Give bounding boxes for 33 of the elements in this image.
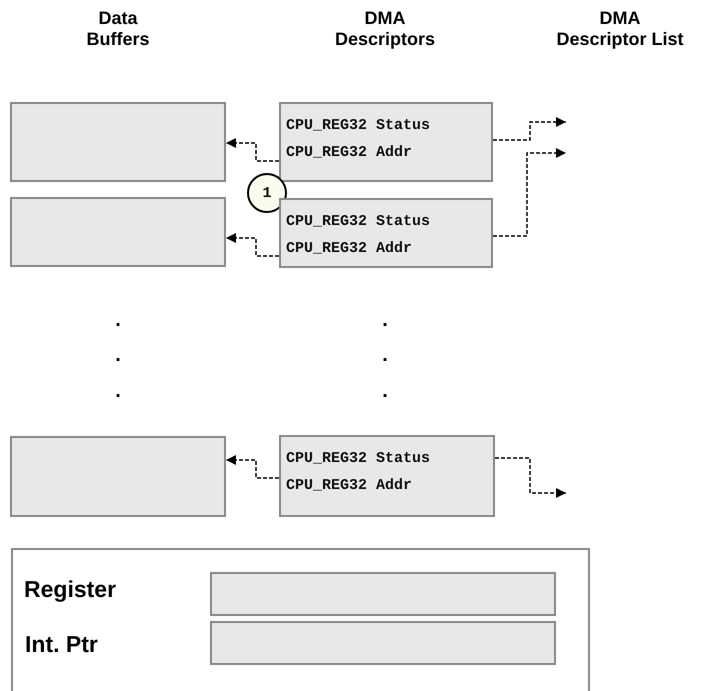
register-field [210,572,556,616]
ellipsis-dot: . [381,345,389,365]
arrow [226,233,279,257]
register-field [210,621,556,665]
arrow [226,138,279,162]
arrow [493,117,566,141]
field-label: CPU_REG32 Status [286,450,430,467]
ellipsis-dot: . [114,310,122,330]
ellipsis-dot: . [114,345,122,365]
register-label: Int. Ptr [25,631,98,658]
arrow [495,457,566,498]
descriptor-box [279,102,493,182]
register-label: Register [24,576,116,603]
field-label: CPU_REG32 Addr [286,240,412,257]
column-heading: DMA Descriptors [334,8,436,50]
ellipsis-dot: . [381,310,389,330]
descriptor-box [279,198,493,268]
data-buffer-box [10,197,226,267]
field-label: CPU_REG32 Status [286,213,430,230]
field-label: CPU_REG32 Addr [286,477,412,494]
data-buffer-box [10,436,226,517]
descriptor-box [279,435,495,517]
arrow [226,455,279,479]
column-heading: DMA Descriptor List [555,8,685,50]
callout-number: 1 [261,185,272,202]
arrow [493,148,566,237]
ellipsis-dot: . [114,381,122,401]
field-label: CPU_REG32 Status [286,117,430,134]
ellipsis-dot: . [381,381,389,401]
data-buffer-box [10,102,226,182]
column-heading: Data Buffers [85,8,150,50]
field-label: CPU_REG32 Addr [286,144,412,161]
register-panel [11,548,590,691]
